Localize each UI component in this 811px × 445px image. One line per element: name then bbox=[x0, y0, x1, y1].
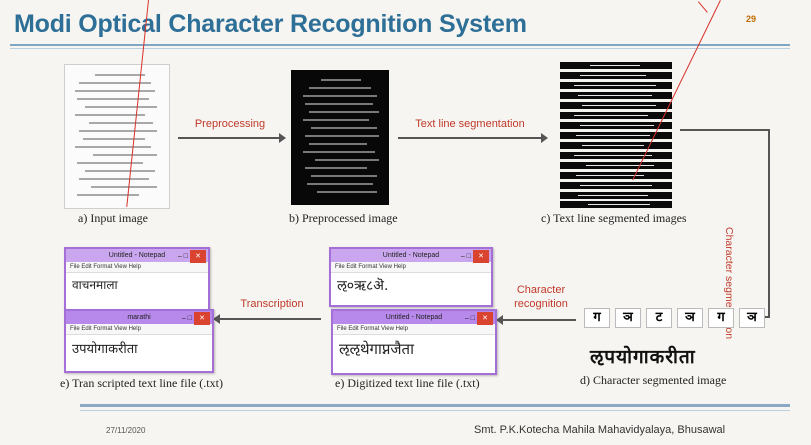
maximize-icon[interactable]: □ bbox=[187, 315, 192, 322]
caption-digitized-file: e) Digitized text line file (.txt) bbox=[335, 376, 480, 390]
caption-character-segmented-image: d) Character segmented image bbox=[580, 373, 727, 387]
minimize-icon[interactable]: – bbox=[460, 253, 465, 260]
footer-rule-thin bbox=[80, 410, 790, 411]
arrow-character-segmentation-down bbox=[768, 129, 770, 318]
notepad-menubar[interactable]: File Edit Format View Help bbox=[66, 324, 212, 335]
window-controls: – □✕ bbox=[182, 312, 210, 325]
arrow-transcription bbox=[213, 314, 321, 324]
notepad-menubar[interactable]: File Edit Format View Help bbox=[331, 262, 491, 273]
label-transcription: Transcription bbox=[240, 298, 304, 310]
label-character-recognition-line2: recognition bbox=[514, 298, 568, 310]
notepad-title: Untitled - Notepad bbox=[108, 252, 166, 259]
notepad-menubar[interactable]: File Edit Format View Help bbox=[333, 324, 495, 335]
maximize-icon[interactable]: □ bbox=[466, 253, 471, 260]
maximize-icon[interactable]: □ bbox=[183, 253, 188, 260]
notepad-title: Untitled - Notepad bbox=[385, 314, 443, 321]
caption-preprocessed-image: b) Preprocessed image bbox=[289, 211, 398, 225]
header-rule bbox=[10, 44, 790, 46]
notepad-text[interactable]: ऌऌथेगाप्नजैता bbox=[333, 335, 495, 373]
segmented-char: ञ bbox=[615, 308, 641, 328]
notepad-text[interactable]: उपयोगाकरीता bbox=[66, 335, 212, 371]
segmented-char: ञ bbox=[739, 308, 765, 328]
notepad-text[interactable]: वाचनमाला bbox=[66, 273, 208, 309]
notepad-titlebar: Untitled - Notepad – □✕ bbox=[331, 249, 491, 263]
close-icon[interactable]: ✕ bbox=[473, 250, 489, 263]
segmented-characters: ग ञ ट ञ ग ञ bbox=[584, 308, 765, 328]
label-character-recognition: Character recognition bbox=[500, 283, 582, 311]
preprocessed-image-text-lines bbox=[303, 79, 379, 193]
notepad-text[interactable]: ऌ०ऋ८ऄ. bbox=[331, 273, 491, 305]
minimize-icon[interactable]: – bbox=[177, 253, 182, 260]
caption-input-image: a) Input image bbox=[78, 211, 148, 225]
input-image bbox=[64, 64, 170, 209]
notepad-window-transcripted-front: marathi – □✕ File Edit Format View Help … bbox=[64, 309, 214, 373]
close-icon[interactable]: ✕ bbox=[477, 312, 493, 325]
header-rule-thin bbox=[10, 48, 790, 49]
arrow-preprocessing bbox=[178, 133, 286, 143]
notepad-title: Untitled - Notepad bbox=[382, 252, 440, 259]
footer-institution: Smt. P.K.Kotecha Mahila Mahavidyalaya, B… bbox=[474, 424, 726, 436]
caption-line-segmented-images: c) Text line segmented images bbox=[541, 211, 687, 225]
notepad-window-transcripted-back: Untitled - Notepad – □✕ File Edit Format… bbox=[64, 247, 210, 311]
segmented-word: ऌपयोगाकरीता bbox=[590, 346, 696, 368]
window-controls: – □✕ bbox=[465, 312, 493, 325]
segmented-char: ग bbox=[708, 308, 734, 328]
notepad-titlebar: Untitled - Notepad – □✕ bbox=[333, 311, 495, 325]
window-controls: – □✕ bbox=[461, 250, 489, 263]
minimize-icon[interactable]: – bbox=[464, 315, 469, 322]
window-controls: – □✕ bbox=[178, 250, 206, 263]
label-character-recognition-line1: Character bbox=[516, 284, 566, 296]
label-preprocessing: Preprocessing bbox=[194, 118, 266, 130]
segmented-char: ट bbox=[646, 308, 672, 328]
line-segmented-strips bbox=[560, 62, 672, 208]
close-icon[interactable]: ✕ bbox=[190, 250, 206, 263]
minimize-icon[interactable]: – bbox=[181, 315, 186, 322]
input-image-text-lines bbox=[75, 74, 157, 196]
arrow-character-segmentation-top bbox=[680, 129, 770, 131]
notepad-menubar[interactable]: File Edit Format View Help bbox=[66, 262, 208, 273]
slide-title: Modi Optical Character Recognition Syste… bbox=[14, 10, 527, 38]
close-icon[interactable]: ✕ bbox=[194, 312, 210, 325]
label-text-line-segmentation: Text line segmentation bbox=[415, 118, 525, 130]
arrow-text-line-segmentation bbox=[398, 133, 548, 143]
notepad-titlebar: Untitled - Notepad – □✕ bbox=[66, 249, 208, 263]
pen-annotation-line bbox=[698, 1, 708, 13]
segmented-char: ग bbox=[584, 308, 610, 328]
preprocessed-image bbox=[291, 70, 389, 205]
line-segmented-images bbox=[560, 62, 672, 208]
slide-number: 29 bbox=[746, 14, 757, 24]
caption-transcripted-file: e) Tran scripted text line file (.txt) bbox=[60, 376, 223, 390]
footer-rule bbox=[80, 404, 790, 407]
arrow-character-recognition bbox=[496, 315, 576, 325]
segmented-char: ञ bbox=[677, 308, 703, 328]
notepad-window-digitized-front: Untitled - Notepad – □✕ File Edit Format… bbox=[331, 309, 497, 375]
notepad-title: marathi bbox=[127, 314, 151, 321]
maximize-icon[interactable]: □ bbox=[470, 315, 475, 322]
notepad-window-digitized-back: Untitled - Notepad – □✕ File Edit Format… bbox=[329, 247, 493, 307]
notepad-titlebar: marathi – □✕ bbox=[66, 311, 212, 325]
footer-date: 27/11/2020 bbox=[106, 426, 146, 435]
